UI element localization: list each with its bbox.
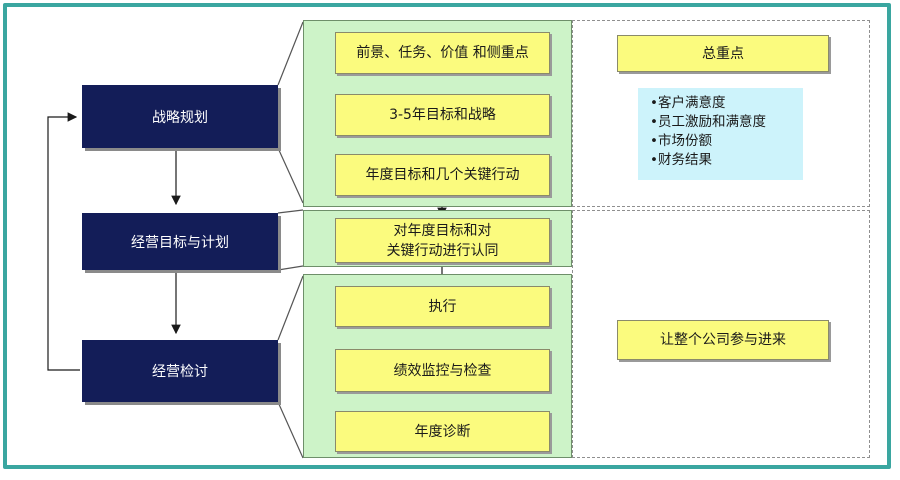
annual-goals-step-label: 年度目标和几个关键行动 [365, 167, 520, 183]
business-review-label: 经营检讨 [152, 364, 208, 380]
focus-list: •客户满意度 •员工激励和满意度 •市场份额 •财务结果 [638, 88, 803, 170]
strategy-planning-label: 战略规划 [152, 109, 208, 126]
diagnosis-step-box: 年度诊断 [335, 411, 550, 452]
business-plan-box: 经营目标与计划 [82, 213, 278, 270]
focus-item: •客户满意度 [650, 95, 726, 111]
focus-dashed-region [572, 20, 870, 207]
involve-company-label: 让整个公司参与进来 [660, 332, 786, 348]
goals-step-box: 3-5年目标和战略 [335, 94, 550, 136]
monitoring-step-label: 绩效监控与检查 [393, 362, 492, 379]
review-dashed-region [572, 210, 870, 458]
vision-step-label: 前景、任务、价值 和侧重点 [356, 45, 529, 61]
business-review-box: 经营检讨 [82, 340, 278, 402]
involve-company-box: 让整个公司参与进来 [617, 320, 829, 360]
strategy-planning-box: 战略规划 [82, 85, 278, 148]
focus-item: •市场份额 [650, 133, 712, 149]
annual-goals-step-box: 年度目标和几个关键行动 [335, 154, 550, 196]
execute-step-label: 执行 [428, 298, 457, 315]
vision-step-box: 前景、任务、价值 和侧重点 [335, 32, 550, 74]
outer-frame [3, 3, 891, 469]
execute-step-box: 执行 [335, 286, 550, 327]
focus-title-label: 总重点 [702, 45, 744, 62]
focus-title-box: 总重点 [617, 35, 829, 72]
diagnosis-step-label: 年度诊断 [414, 423, 471, 440]
alignment-step-line1: 对年度目标和对 [393, 222, 492, 239]
goals-step-label: 3-5年目标和战略 [389, 107, 496, 123]
monitoring-step-box: 绩效监控与检查 [335, 349, 550, 392]
alignment-step-line2: 关键行动进行认同 [386, 242, 499, 259]
focus-item: •财务结果 [650, 152, 712, 168]
business-plan-label: 经营目标与计划 [131, 234, 229, 251]
focus-item: •员工激励和满意度 [650, 114, 766, 130]
alignment-step-box: 对年度目标和对 关键行动进行认同 [335, 218, 550, 263]
focus-list-box: •客户满意度 •员工激励和满意度 •市场份额 •财务结果 [638, 88, 803, 180]
